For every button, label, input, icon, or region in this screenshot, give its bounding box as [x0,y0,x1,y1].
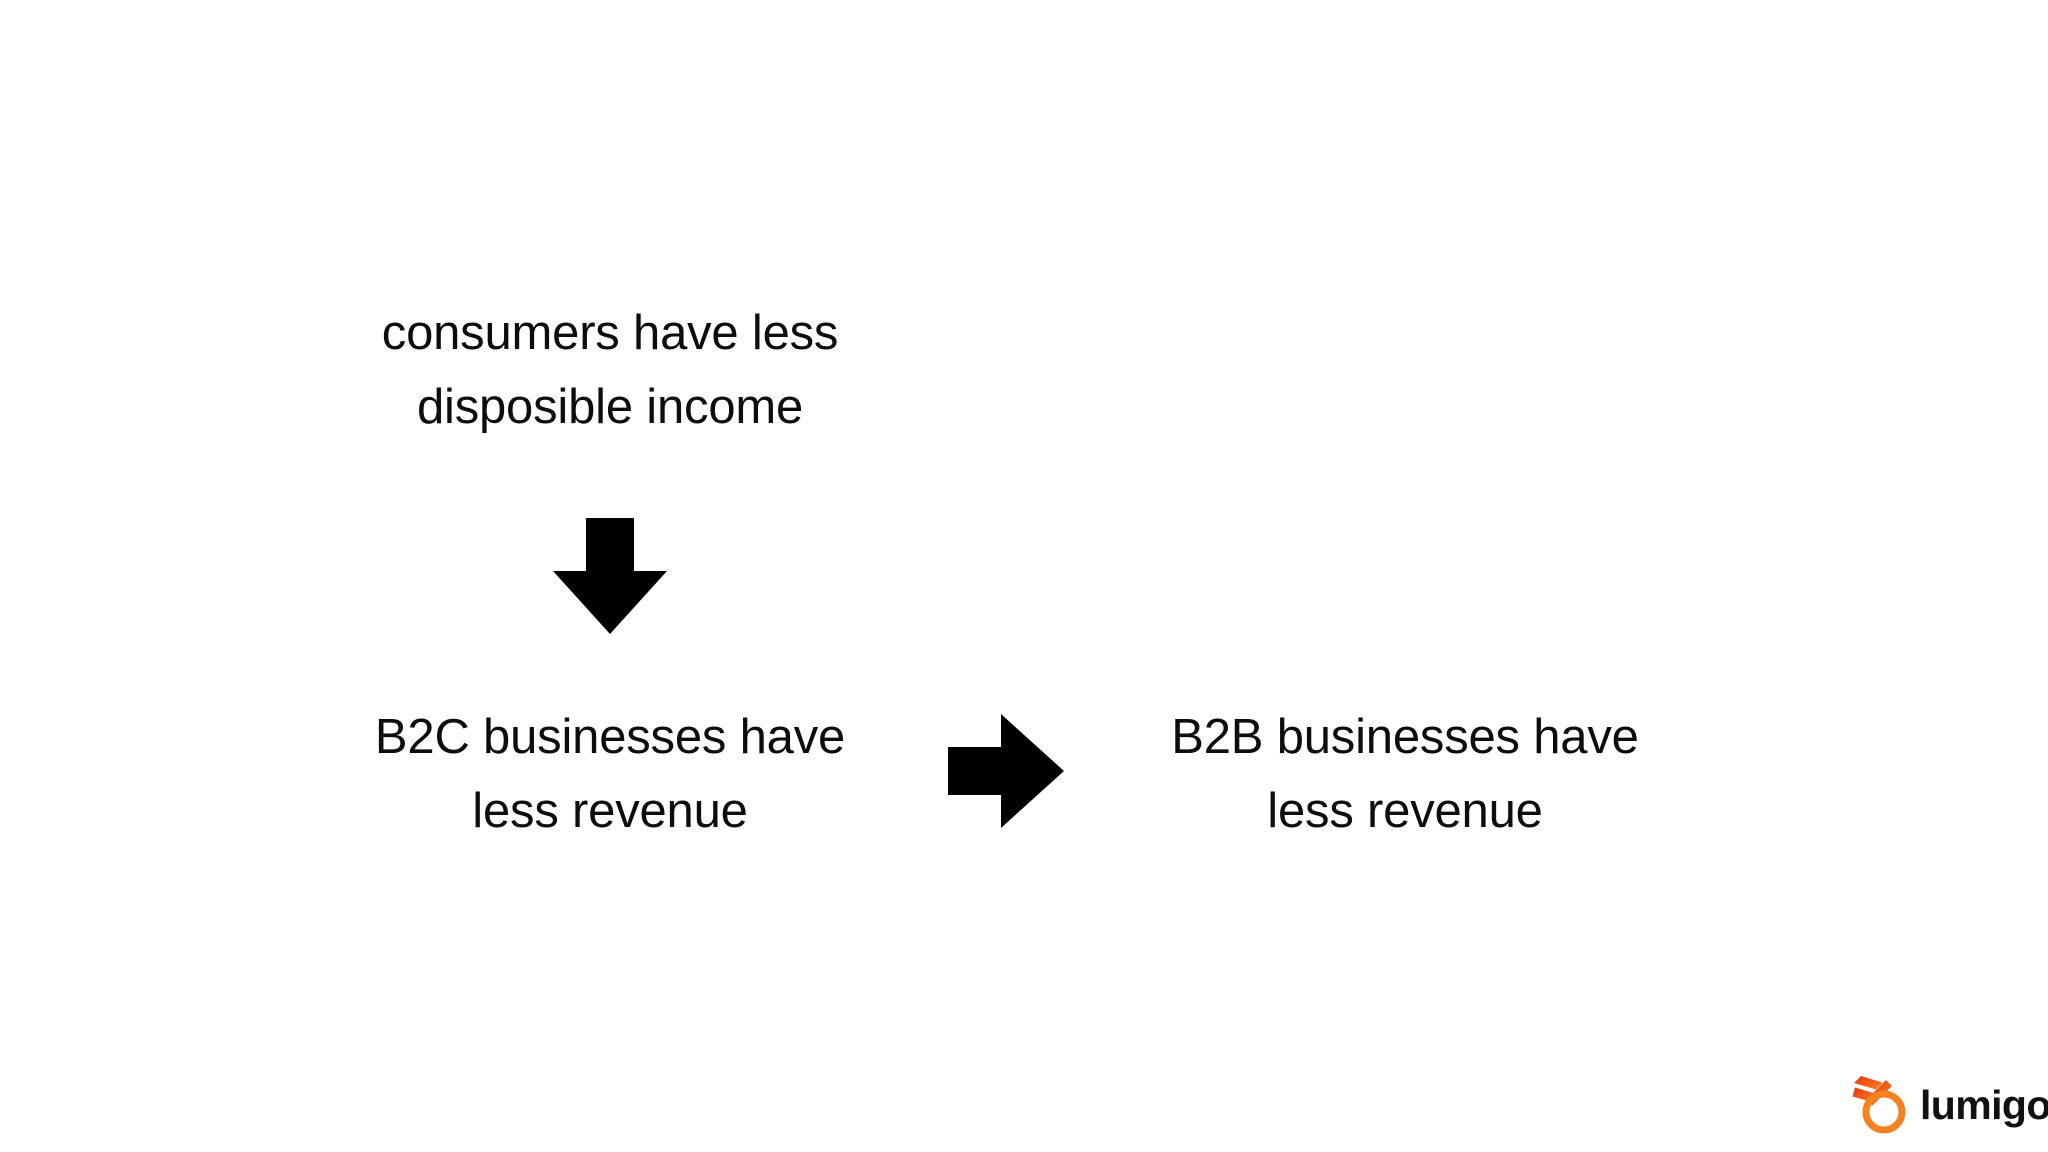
flow-node-consumers: consumers have less disposible income [381,306,839,434]
arrow-right-icon [948,714,1064,828]
lumigo-logo: lumigo [1852,1068,2048,1142]
flow-node-b2b: B2B businesses have less revenue [1171,710,1639,838]
flow-node-b2c: B2C businesses have less revenue [374,710,846,838]
lumigo-comet-icon [1852,1074,1914,1136]
lumigo-wordmark: lumigo [1920,1081,2048,1128]
arrow-down-icon [553,518,667,634]
